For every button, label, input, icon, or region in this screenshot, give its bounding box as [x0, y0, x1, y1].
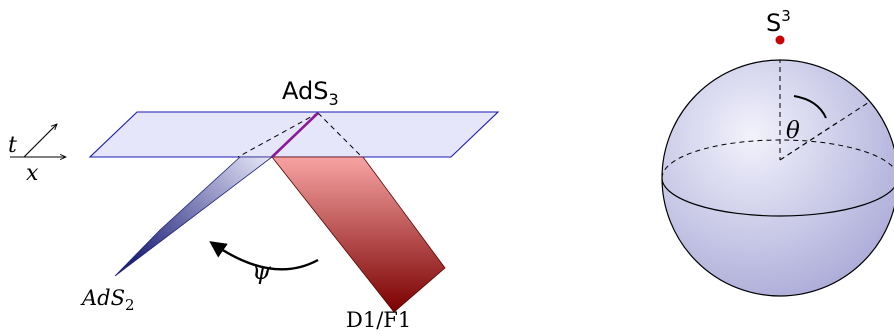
ads2-label-text: AdS: [80, 286, 125, 310]
equator-radius: [779, 121, 839, 161]
s3-label: S3: [766, 7, 791, 37]
t-axis-label: t: [8, 133, 17, 158]
rotation-arrow: [209, 241, 319, 271]
hidden-edge-right: [317, 112, 363, 158]
d1f1-label: D1/F1: [346, 308, 411, 332]
ads3-label-sub: 3: [328, 90, 338, 109]
ads2-brane: [114, 156, 274, 277]
theta-label: θ: [786, 118, 800, 144]
hidden-edge-left: [237, 112, 319, 158]
theta-arc: [793, 95, 827, 119]
equator-front: [662, 177, 894, 217]
ads3-label: AdS3: [282, 77, 339, 109]
x-axis-label: x: [26, 161, 39, 186]
d1f1-brane: [271, 156, 446, 313]
ads3-label-text: AdS: [282, 77, 328, 105]
ads2-label: AdS2: [80, 286, 135, 314]
psi-label: ψ: [252, 257, 272, 285]
right-figure: S3 θ: [661, 7, 894, 297]
ads2-label-sub: 2: [125, 296, 135, 314]
s3-label-sup: 3: [781, 7, 791, 25]
s3-label-text: S: [766, 9, 781, 37]
svg-text:AdS2: AdS2: [80, 286, 135, 314]
t-axis-arrow: [23, 124, 57, 158]
left-figure: t x AdS3 AdS2 ψ D1/F1: [8, 77, 500, 332]
svg-text:S3: S3: [766, 7, 791, 37]
svg-text:AdS3: AdS3: [282, 77, 339, 109]
sphere: [661, 59, 894, 297]
north-pole-dot: [775, 35, 785, 45]
intersection-line: [271, 112, 319, 158]
axis-indicator: t x: [8, 124, 66, 186]
